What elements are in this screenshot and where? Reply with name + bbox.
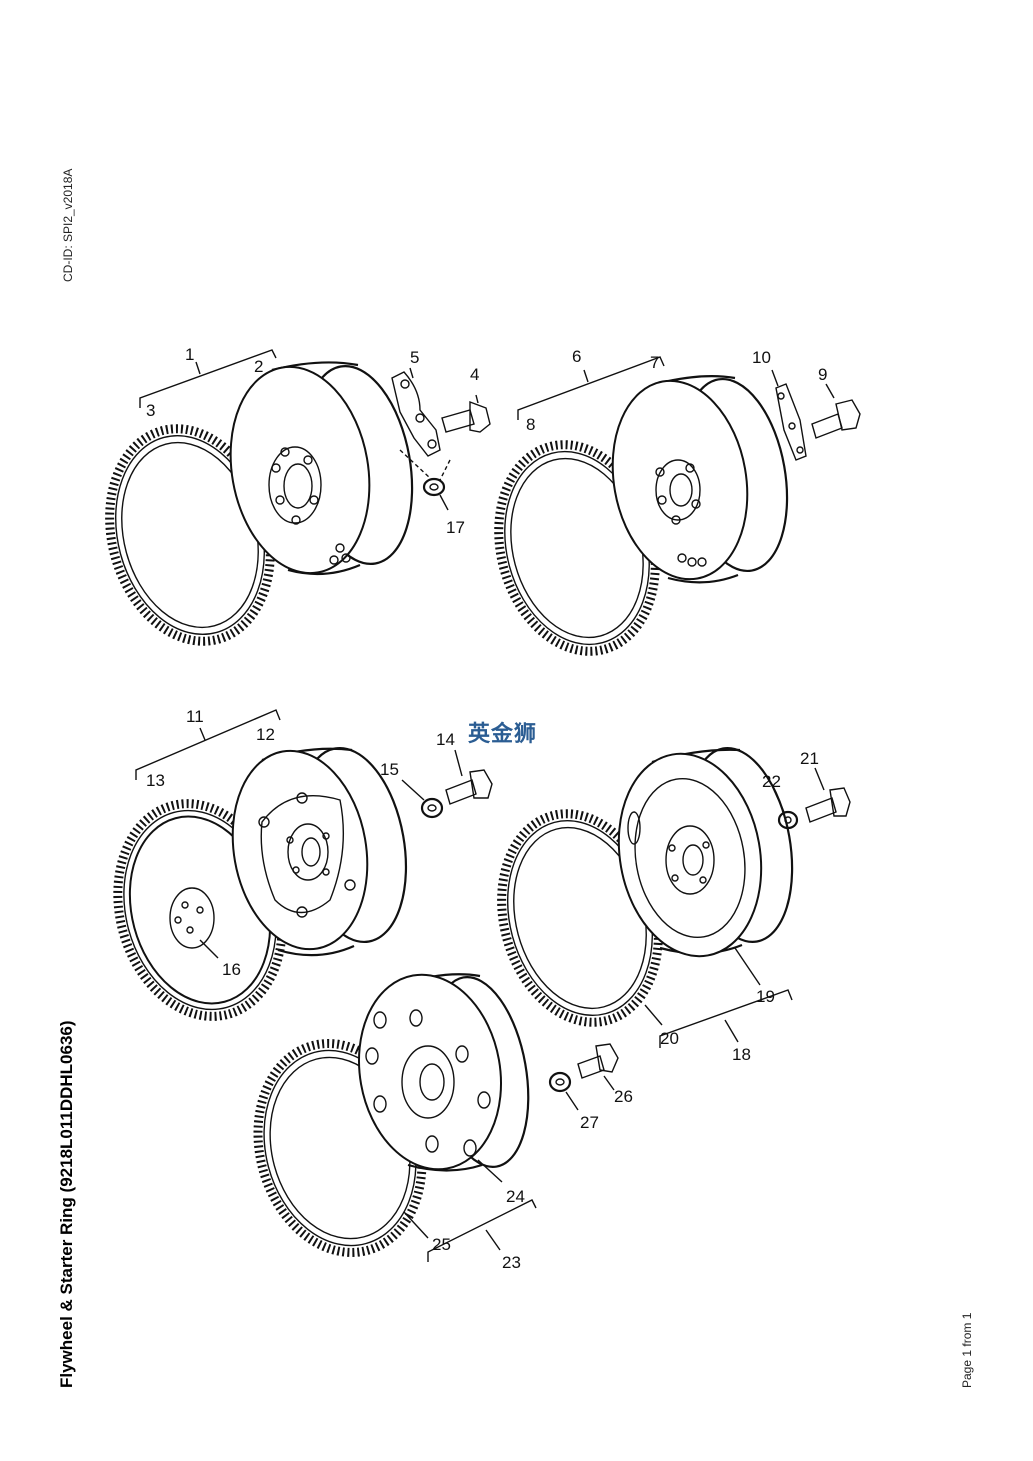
callout-8: 8 [526,415,535,434]
lock-plate-5 [391,367,441,457]
callout-2: 2 [254,357,263,376]
flywheel-2 [229,361,414,576]
callout-24: 24 [506,1187,525,1206]
bolt-21 [805,767,851,823]
callout-labels: 1 2 3 4 5 6 7 8 9 10 11 12 13 14 15 16 1… [146,345,827,1272]
callout-22: 22 [762,772,781,791]
callout-7: 7 [650,353,659,372]
callout-10: 10 [752,348,771,367]
lock-plate-10 [771,369,807,461]
callout-27: 27 [580,1113,599,1132]
flywheel-19 [617,746,794,958]
washer-22 [773,789,799,830]
callout-1: 1 [185,345,194,364]
callout-6: 6 [572,347,581,366]
callout-18: 18 [732,1045,751,1064]
watermark-logo: 英金狮 [468,722,538,747]
callout-15: 15 [380,760,399,779]
callout-13: 13 [146,771,165,790]
bolt-9 [811,383,861,439]
callout-23: 23 [502,1253,521,1272]
bolt-26 [577,1043,619,1091]
callout-9: 9 [818,365,827,384]
assembly-group-11 [113,709,493,1021]
assembly-group-23 [253,973,619,1262]
callout-21: 21 [800,749,819,768]
assembly-group-1 [105,349,491,646]
callout-26: 26 [614,1087,633,1106]
callout-12: 12 [256,725,275,744]
bolt-4 [441,394,491,433]
callout-3: 3 [146,401,155,420]
washer-27 [548,1071,579,1111]
callout-4: 4 [470,365,479,384]
callout-25: 25 [432,1235,451,1254]
bolt-14 [445,749,493,805]
assembly-group-6 [494,356,861,656]
flywheel-7 [611,375,789,584]
drive-plate-16 [169,887,215,949]
flywheel-24 [357,973,530,1172]
callout-17: 17 [446,518,465,537]
flywheel-12 [231,746,408,957]
callout-14: 14 [436,730,455,749]
callout-11: 11 [186,707,204,726]
callout-16: 16 [222,960,241,979]
washer-17 [422,477,446,497]
callout-20: 20 [660,1029,679,1048]
callout-19: 19 [756,987,775,1006]
callout-5: 5 [410,348,419,367]
washer-15 [401,779,444,819]
assembly-group-18 [497,746,851,1048]
